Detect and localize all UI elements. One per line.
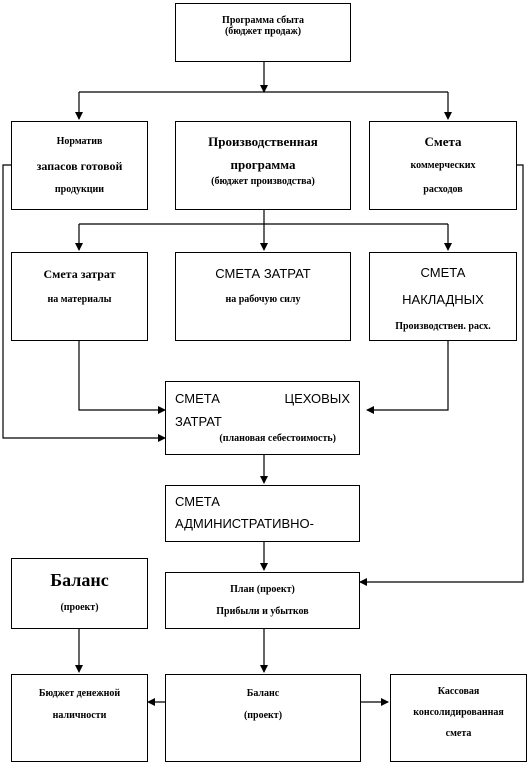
shop-costs-word1: СМЕТА (175, 391, 220, 406)
production-program-line1: Производственная (208, 134, 318, 149)
shop-costs-line2: ЗАТРАТ (175, 414, 222, 429)
cash-budget-box: Бюджет денежной наличности (11, 674, 148, 762)
balance-final-line2: (проект) (243, 710, 283, 721)
profit-loss-box: План (проект) Прибыли и убытков (165, 572, 360, 629)
shop-costs-line3: (плановая себестоимость) (219, 433, 336, 444)
labor-cost-line1: СМЕТА ЗАТРАТ (215, 266, 311, 281)
materials-cost-line2: на материалы (47, 294, 112, 305)
arrow-inventory-to-shop (2, 164, 166, 442)
shop-costs-word2: ЦЕХОВЫХ (284, 391, 351, 406)
inventory-norm-line2: запасов готовой (36, 159, 123, 173)
selling-expenses-line1: Смета (424, 134, 462, 149)
sales-budget-box: Программа сбыта (бюджет продаж) (175, 3, 351, 62)
balance-left-title: Баланс (50, 570, 109, 590)
selling-expenses-line3: расходов (423, 184, 463, 195)
balance-final-line1: Баланс (246, 688, 280, 699)
overhead-line3: Производствен. расх. (395, 321, 491, 332)
admin-costs-line2: АДМИНИСТРАТИВНО- (175, 516, 314, 531)
sales-budget-title: Программа сбыта (222, 15, 304, 26)
inventory-norm-line3: продукции (54, 184, 105, 195)
production-program-box: Производственная программа (бюджет произ… (175, 121, 351, 210)
shop-costs-box: СМЕТА ЦЕХОВЫХ ЗАТРАТ (плановая себестоим… (165, 381, 360, 455)
selling-expenses-line2: коммерческих (410, 160, 476, 171)
consolidated-line3: смета (445, 728, 472, 739)
selling-expenses-box: Смета коммерческих расходов (369, 121, 517, 210)
arrow-selling-to-pl (359, 164, 524, 586)
arrow-materials-to-shop (78, 341, 166, 414)
cash-budget-line1: Бюджет денежной (38, 688, 121, 699)
labor-cost-line2: на рабочую силу (225, 294, 301, 305)
overhead-line1: СМЕТА (420, 265, 466, 280)
consolidated-box: Кассовая консолидированная смета (390, 674, 527, 762)
labor-cost-box: СМЕТА ЗАТРАТ на рабочую силу (175, 252, 351, 341)
profit-loss-line1: План (проект) (230, 584, 295, 595)
profit-loss-line2: Прибыли и убытков (216, 606, 309, 617)
shop-costs-heading-row: СМЕТА ЦЕХОВЫХ (175, 387, 350, 411)
sales-budget-subtitle: (бюджет продаж) (224, 26, 302, 37)
overhead-line2: НАКЛАДНЫХ (402, 292, 484, 307)
inventory-norm-line1: Норматив (56, 136, 103, 147)
consolidated-line1: Кассовая (437, 686, 480, 697)
balance-left-subtitle: (проект) (60, 602, 99, 613)
cash-budget-line2: наличности (52, 710, 107, 721)
balance-final-box: Баланс (проект) (165, 674, 361, 762)
production-program-line3: (бюджет производства) (211, 176, 315, 187)
arrow-overhead-to-shop (366, 341, 449, 414)
admin-costs-box: СМЕТА АДМИНИСТРАТИВНО- (165, 485, 360, 542)
inventory-norm-box: Норматив запасов готовой продукции (11, 121, 148, 210)
consolidated-line2: консолидированная (413, 707, 504, 718)
materials-cost-line1: Смета затрат (43, 267, 116, 281)
admin-costs-line1: СМЕТА (175, 494, 220, 509)
materials-cost-box: Смета затрат на материалы (11, 252, 148, 341)
overhead-box: СМЕТА НАКЛАДНЫХ Производствен. расх. (369, 252, 517, 341)
production-program-line2: программа (230, 157, 296, 172)
balance-left-box: Баланс (проект) (11, 558, 148, 629)
